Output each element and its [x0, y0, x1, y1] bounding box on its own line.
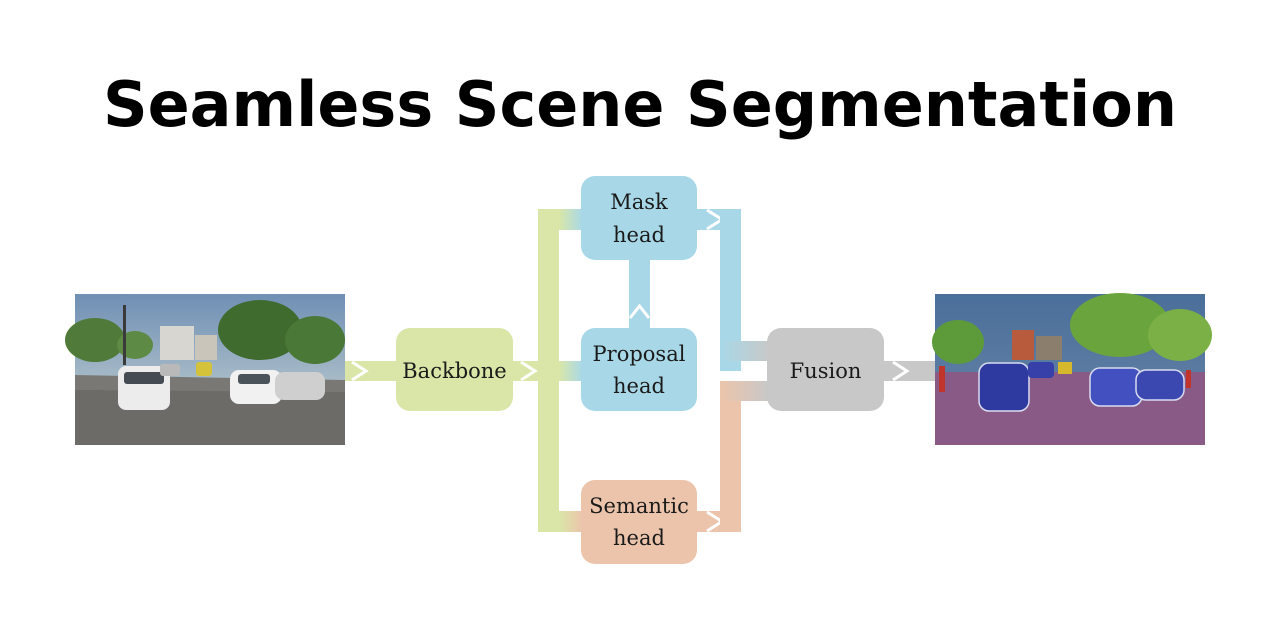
arrow-split-mask — [559, 209, 583, 230]
node-backbone: Backbone — [396, 328, 513, 411]
chevron-icon — [892, 360, 910, 382]
arrow-split-semantic — [559, 511, 583, 532]
node-semantic-head: Semantic head — [581, 480, 697, 564]
arrow-proposal-mask — [629, 258, 650, 330]
proposal-head-label-line2: head — [613, 374, 665, 398]
connectors — [345, 208, 936, 533]
chevron-up-icon — [628, 303, 651, 319]
node-proposal-head: Proposal head — [581, 328, 697, 411]
semantic-head-label-line2: head — [613, 526, 665, 550]
semantic-head-label-line1: Semantic — [589, 494, 689, 518]
semantic-to-fusion-vertical — [720, 381, 741, 532]
output-image — [932, 293, 1212, 445]
page-title: Seamless Scene Segmentation — [102, 68, 1178, 141]
backbone-label: Backbone — [402, 359, 506, 383]
fusion-label: Fusion — [790, 359, 862, 383]
input-image — [65, 294, 345, 445]
semantic-to-fusion-horizontal — [720, 381, 770, 401]
node-fusion: Fusion — [767, 328, 884, 411]
arrow-fusion-output — [884, 361, 936, 381]
node-mask-head: Mask head — [581, 176, 697, 260]
chevron-icon — [520, 360, 538, 382]
arrow-split-proposal — [559, 361, 583, 381]
mask-head-label-line1: Mask — [610, 190, 668, 214]
split-trunk — [538, 209, 559, 532]
mask-head-label-line2: head — [613, 223, 665, 247]
proposal-head-label-line1: Proposal — [593, 342, 686, 366]
chevron-icon — [351, 360, 369, 382]
mask-to-fusion-vertical — [720, 209, 741, 371]
mask-to-fusion-horizontal — [720, 341, 770, 361]
